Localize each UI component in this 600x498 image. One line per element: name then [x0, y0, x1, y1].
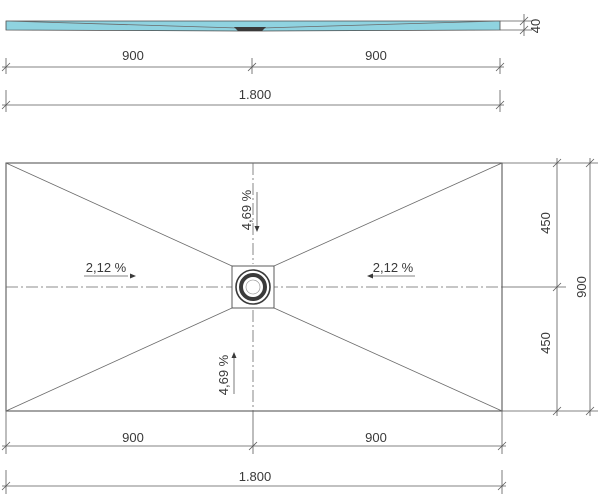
side-total-width-label: 1.800 — [239, 87, 272, 102]
slope-label-top-group: 4,69 % — [239, 189, 260, 232]
tray-slope-left — [5, 20, 239, 29]
slope-label-left: 2,12 % — [86, 260, 127, 275]
slope-line-top-right — [273, 162, 503, 267]
side-total-dimension: 1.800 — [1, 87, 505, 112]
tray-slope-right — [261, 20, 501, 29]
plan-split-dimension: 900 900 — [1, 411, 507, 454]
side-width-left-label: 900 — [122, 48, 144, 63]
plan-total-height-label: 900 — [574, 276, 589, 298]
slope-label-right-group: 2,12 % — [367, 260, 415, 279]
slope-label-bottom-group: 4,69 % — [216, 352, 237, 395]
plan-height-top-label: 450 — [538, 212, 553, 234]
height-label: 40 — [528, 19, 543, 33]
drain-icon — [231, 265, 275, 309]
slope-label-top: 4,69 % — [239, 189, 254, 230]
plan-width-left-label: 900 — [122, 430, 144, 445]
slope-line-bottom-left — [5, 307, 233, 412]
plan-total-dimension: 1.800 — [1, 469, 507, 494]
slope-label-left-group: 2,12 % — [84, 260, 136, 279]
slope-line-top-left — [5, 162, 233, 267]
plan-total-width-label: 1.800 — [239, 469, 272, 484]
height-dimension: 40 — [500, 14, 543, 36]
plan-height-dimensions: 450 450 900 — [502, 158, 598, 416]
side-width-right-label: 900 — [365, 48, 387, 63]
slope-line-bottom-right — [273, 307, 503, 412]
side-view: 40 900 900 1.800 — [1, 14, 543, 112]
plan-width-right-label: 900 — [365, 430, 387, 445]
slope-label-bottom: 4,69 % — [216, 354, 231, 395]
slope-label-right: 2,12 % — [373, 260, 414, 275]
side-split-dimension: 900 900 — [1, 48, 505, 74]
plan-height-bottom-label: 450 — [538, 332, 553, 354]
drain-icon — [234, 27, 266, 31]
plan-view: 4,69 % 4,69 % 2,12 % 2,12 % — [1, 158, 598, 494]
